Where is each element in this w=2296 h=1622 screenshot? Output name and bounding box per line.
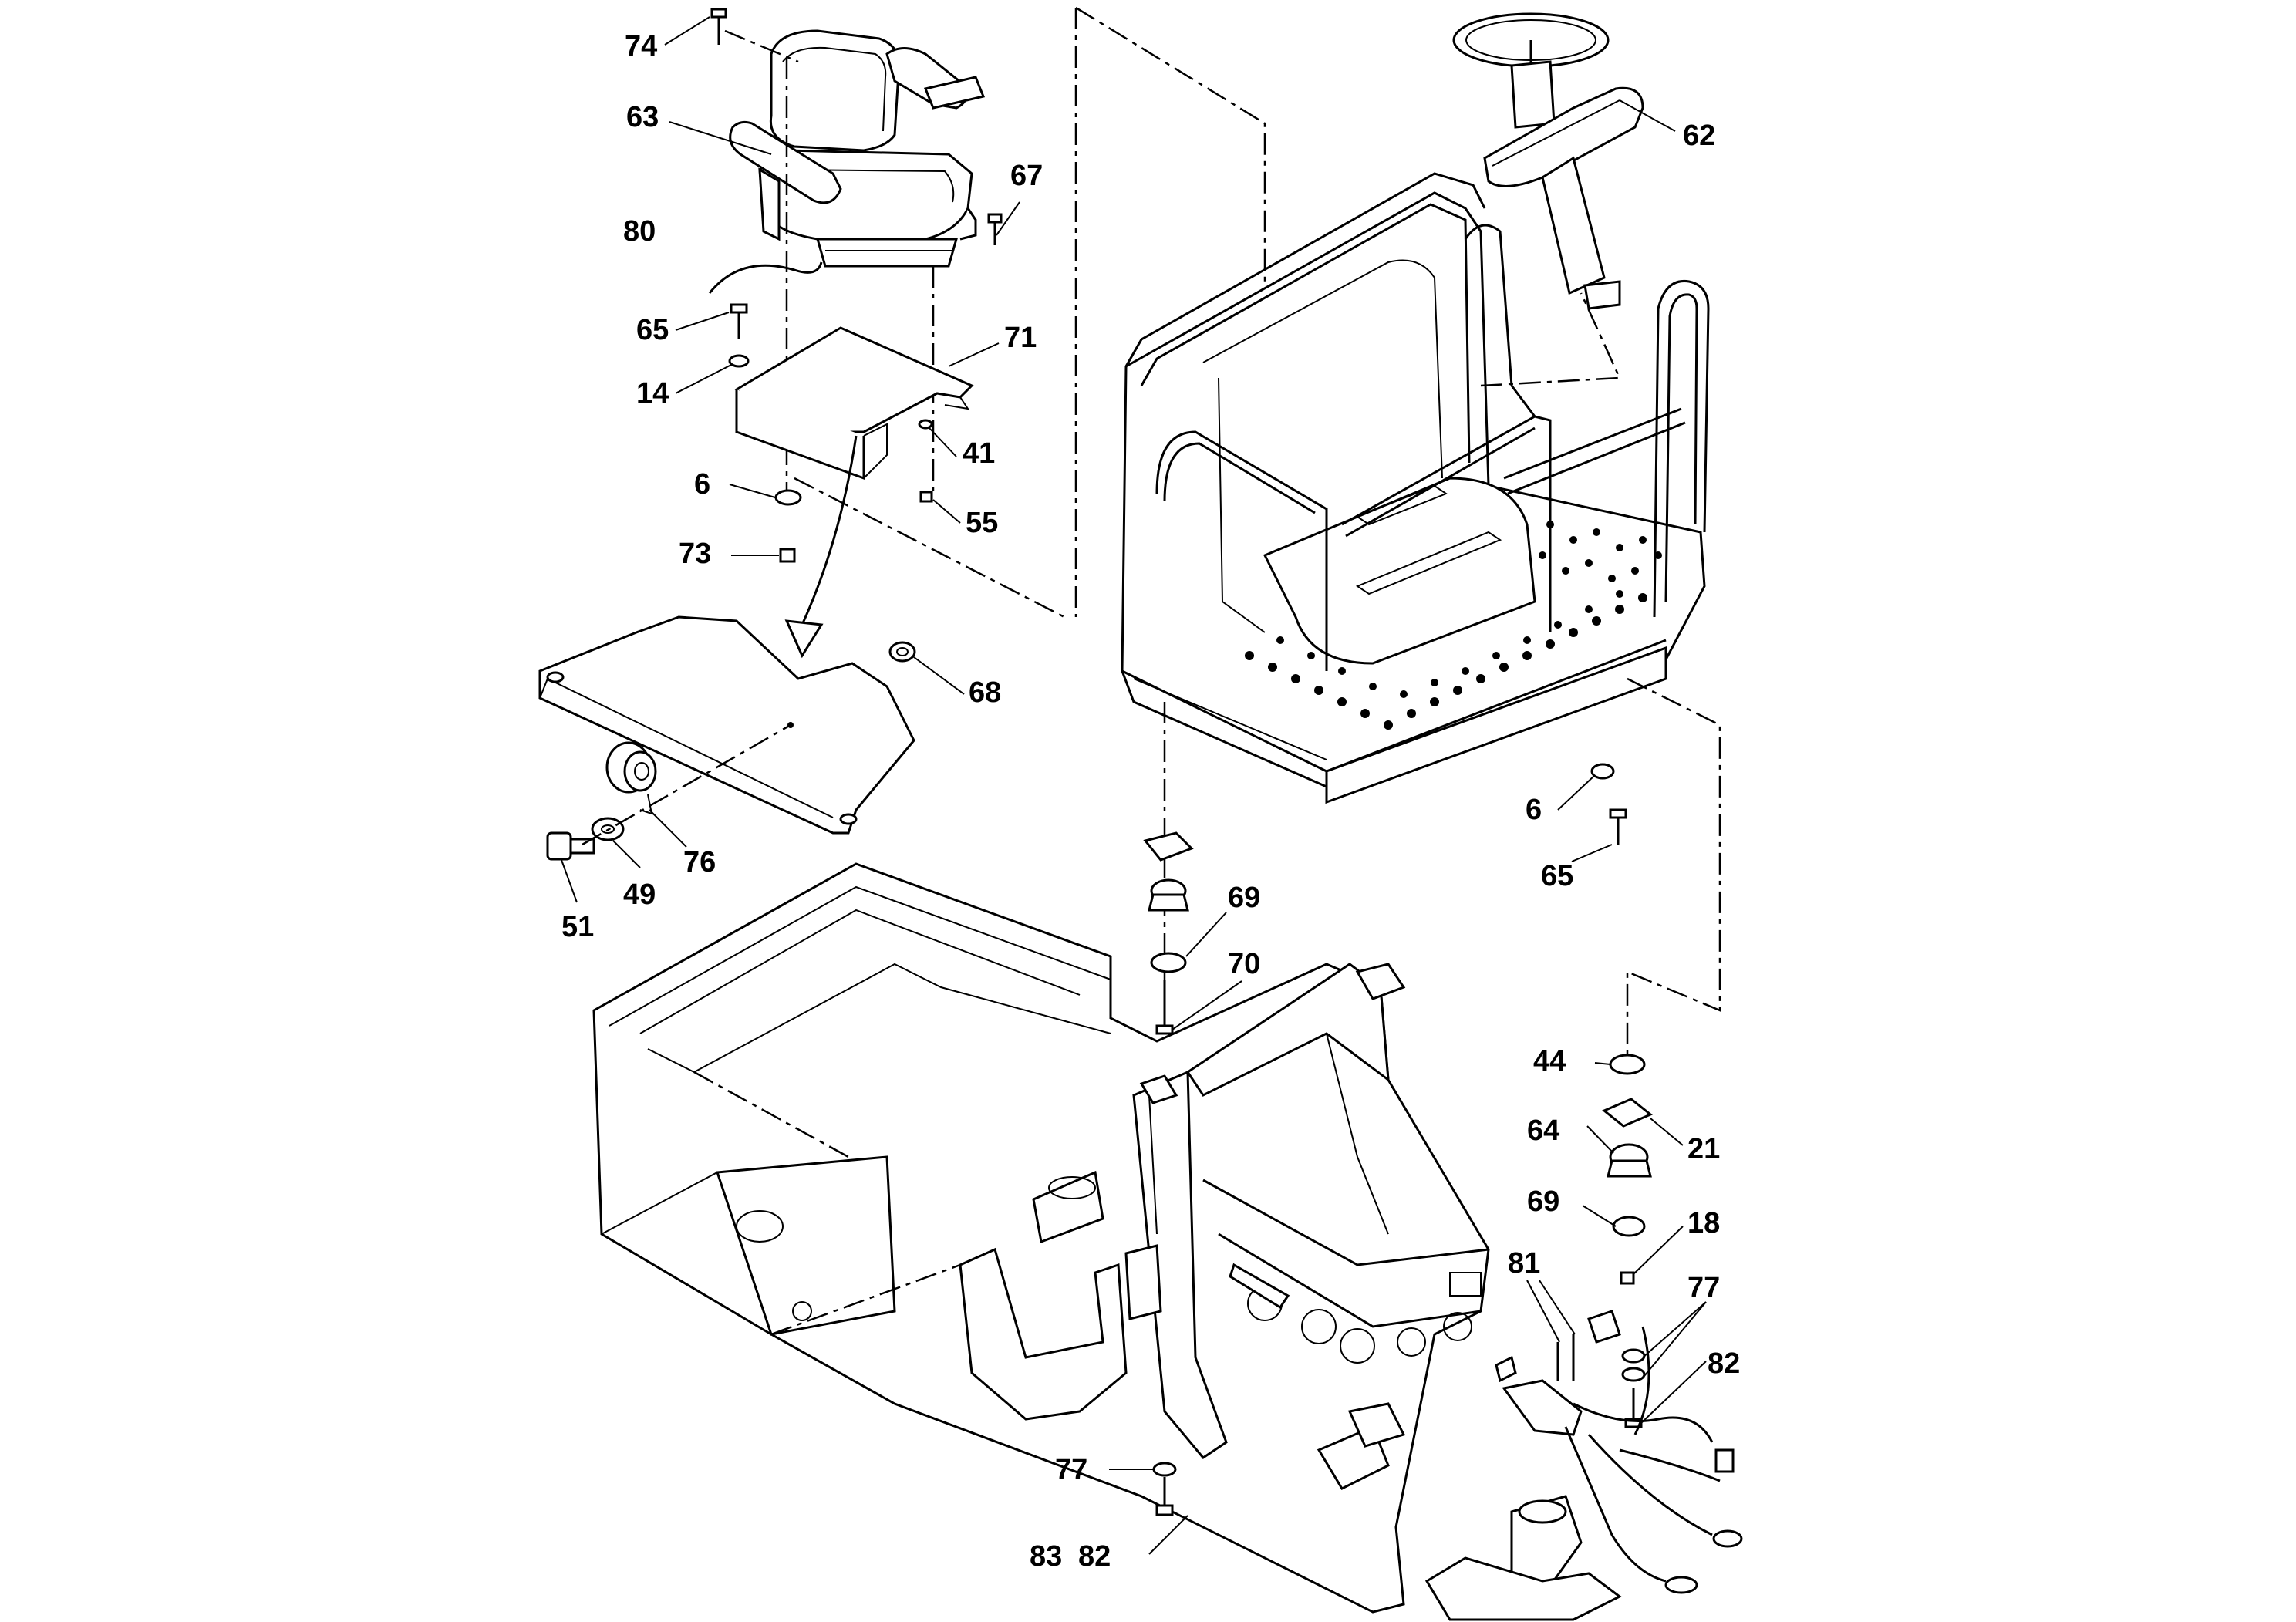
label-65-lower: 65 (1541, 860, 1573, 892)
platform-grating (1245, 521, 1662, 730)
guide-line-right (1626, 677, 1721, 1057)
label-44: 44 (1533, 1045, 1566, 1077)
label-55: 55 (966, 507, 998, 539)
spacer-76 (605, 741, 657, 815)
label-65-upper: 65 (636, 314, 669, 346)
label-62: 62 (1683, 120, 1715, 152)
main-frame (592, 862, 1490, 1614)
leader-lines (561, 16, 1707, 1555)
label-69-left: 69 (1228, 882, 1260, 914)
label-18: 18 (1687, 1207, 1720, 1239)
label-82-lower: 82 (1078, 1540, 1111, 1573)
cover-panel (538, 615, 915, 835)
label-76: 76 (683, 846, 716, 878)
cable-80 (708, 261, 823, 294)
label-71: 71 (1004, 322, 1037, 354)
mount-stack-right (1602, 1054, 1653, 1428)
callout-labels: 74 63 67 62 80 65 71 14 41 6 55 73 68 6 … (561, 30, 1740, 1573)
operator-platform (1121, 172, 1710, 804)
label-21: 21 (1687, 1133, 1720, 1165)
bolt-51 (546, 831, 595, 861)
bolt-74 (710, 8, 727, 45)
label-77-lower: 77 (1055, 1454, 1087, 1486)
label-14: 14 (636, 377, 669, 410)
label-69-right: 69 (1527, 1185, 1559, 1218)
seat (724, 29, 986, 494)
label-67: 67 (1010, 160, 1043, 192)
label-41: 41 (963, 437, 995, 470)
assembly-arrow (801, 435, 858, 626)
washer-6-lower (1590, 763, 1615, 780)
label-74: 74 (625, 30, 657, 62)
label-77-right: 77 (1687, 1272, 1720, 1304)
label-49: 49 (623, 878, 656, 911)
label-64: 64 (1527, 1114, 1559, 1147)
seat-plate-71 (734, 326, 974, 481)
label-6-upper: 6 (694, 468, 710, 501)
grommet-68 (888, 641, 916, 663)
washer-41 (918, 419, 933, 430)
label-81: 81 (1508, 1247, 1540, 1280)
label-83: 83 (1030, 1540, 1062, 1573)
nut-73 (779, 548, 796, 563)
label-51: 51 (561, 911, 594, 943)
bolt-67 (987, 213, 1003, 245)
mount-stack-left (1143, 831, 1194, 1035)
label-82-right: 82 (1708, 1347, 1740, 1380)
bolt-83-82-lower (1152, 1462, 1177, 1516)
label-73: 73 (679, 538, 711, 570)
washer-6-upper (774, 489, 802, 506)
label-63: 63 (626, 101, 659, 133)
bolt-65-upper (730, 303, 748, 339)
guide-line-seat (794, 6, 1266, 619)
control-console-62 (1452, 12, 1644, 310)
label-6-lower: 6 (1526, 794, 1542, 826)
label-68: 68 (969, 676, 1001, 709)
label-70: 70 (1228, 948, 1260, 980)
label-80: 80 (623, 215, 656, 248)
nut-55 (919, 491, 933, 503)
bolt-65-lower (1609, 808, 1627, 845)
assembly-arrow-head (784, 619, 824, 659)
washer-14 (728, 354, 750, 368)
wiring-bracket (1424, 1310, 1743, 1621)
